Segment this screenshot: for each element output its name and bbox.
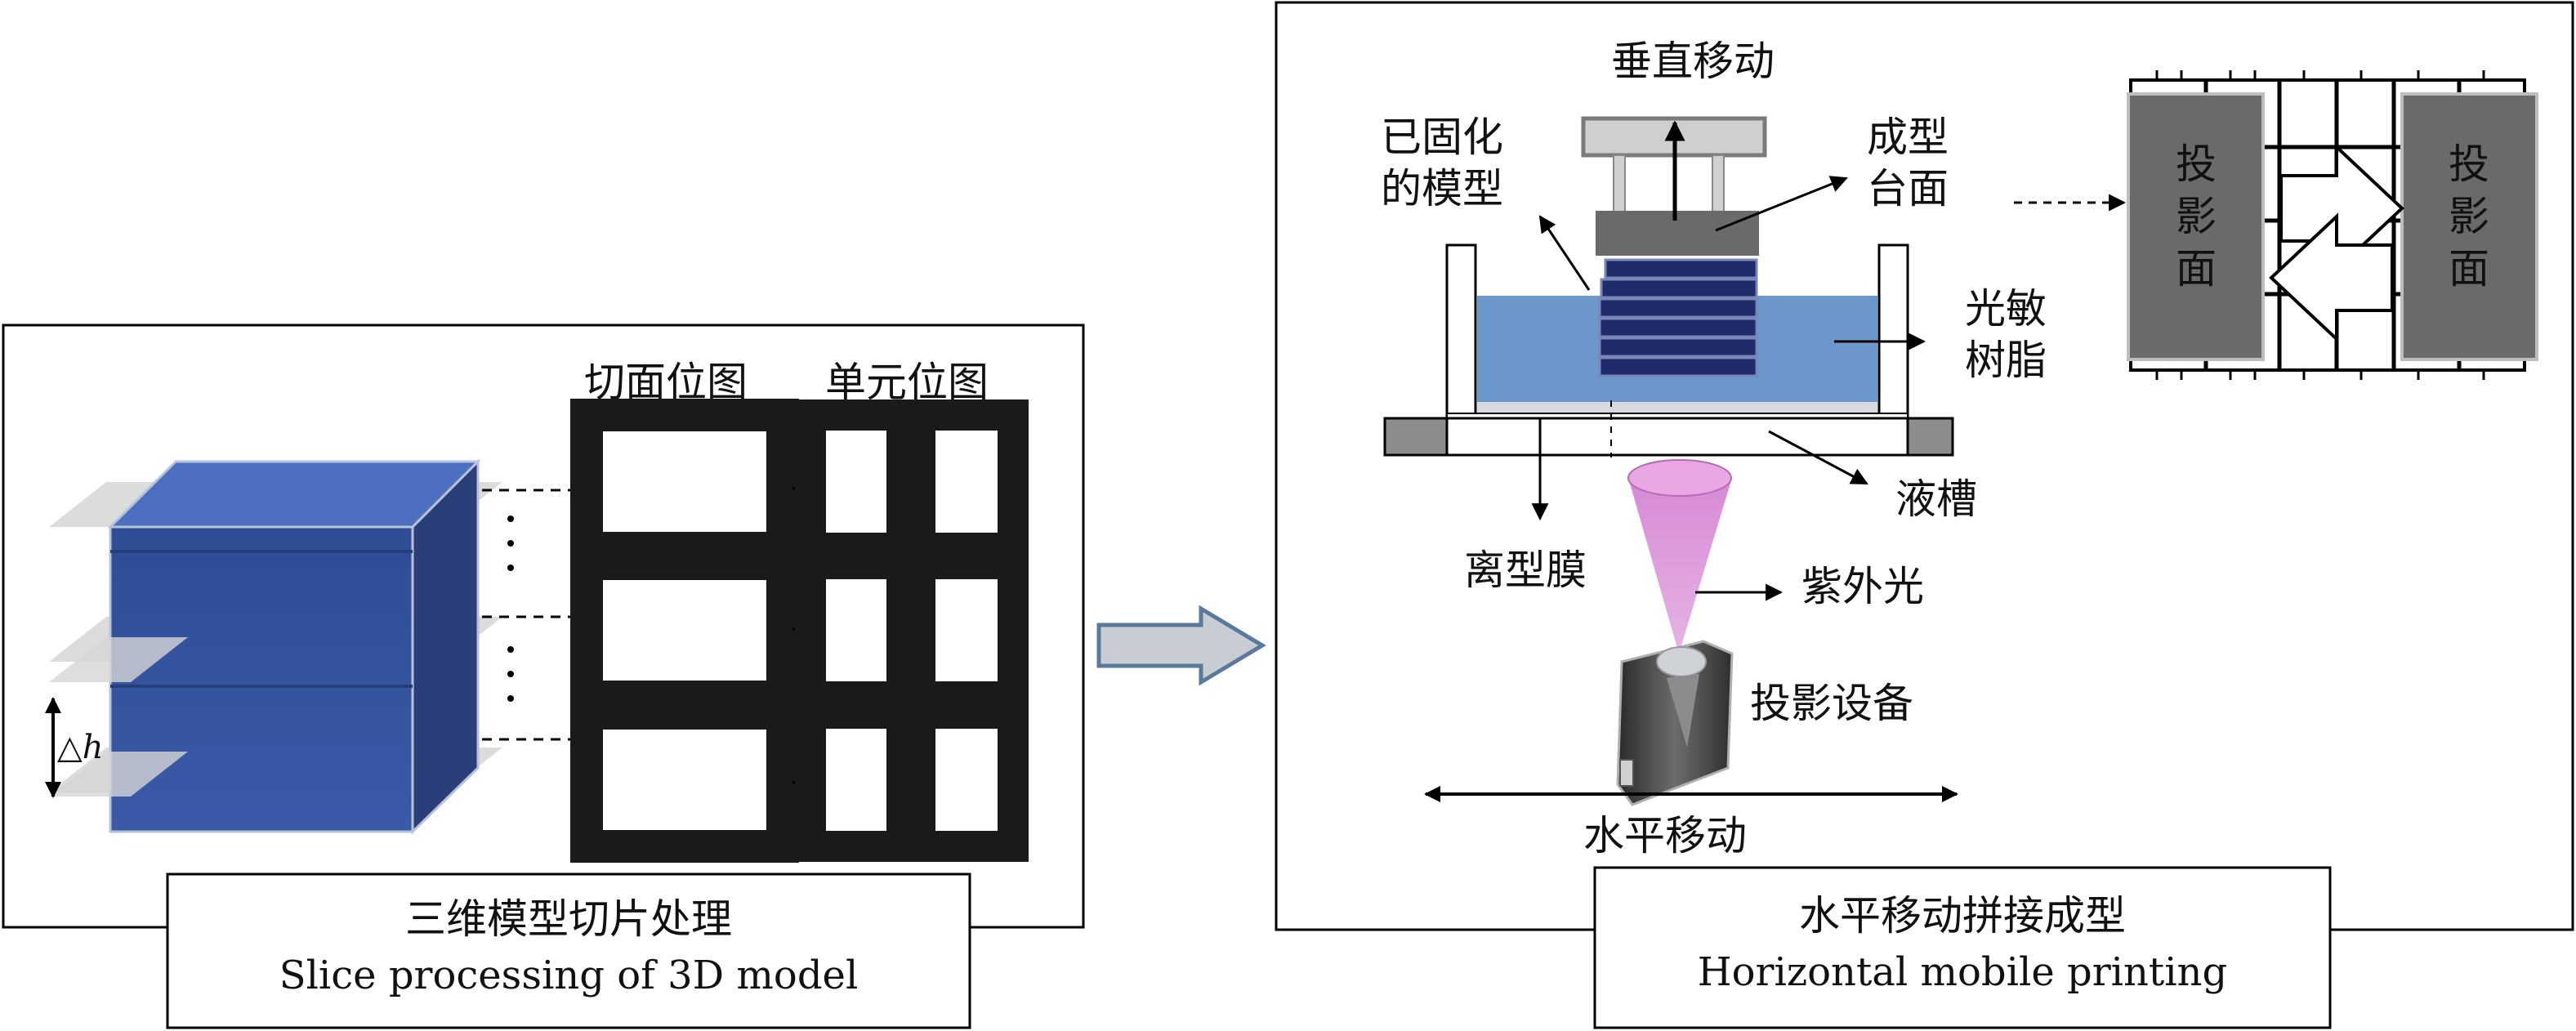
uv-light-label: 紫外光 bbox=[1801, 563, 1924, 610]
projector-port bbox=[1619, 759, 1634, 787]
projector-lens bbox=[1656, 646, 1707, 677]
projection-grid: 投 影 面 投 影 面 bbox=[2127, 70, 2538, 380]
slice-bitmaps bbox=[570, 399, 799, 863]
platform-post bbox=[1613, 154, 1626, 213]
slice-bitmap bbox=[570, 547, 799, 713]
projection-face-left bbox=[2127, 92, 2265, 361]
unit-bitmap bbox=[904, 548, 1029, 712]
slice-plane-front-mid bbox=[49, 637, 188, 682]
sliced-cube: △h bbox=[45, 458, 502, 835]
resin-label-2: 树脂 bbox=[1965, 337, 2047, 384]
vertical-ellipsis bbox=[507, 516, 514, 702]
unit-bitmap bbox=[904, 698, 1029, 862]
platform-plate bbox=[1596, 211, 1759, 256]
right-caption-en: Horizontal mobile printing bbox=[1698, 949, 2227, 995]
tank-pointer bbox=[1768, 430, 1868, 485]
process-arrow bbox=[1096, 605, 1266, 686]
projector-prism bbox=[1667, 674, 1699, 748]
left-caption-en: Slice processing of 3D model bbox=[279, 953, 859, 998]
cured-model-label-2: 的模型 bbox=[1381, 165, 1503, 212]
slice-bitmap bbox=[570, 399, 799, 565]
cured-model bbox=[1598, 258, 1758, 377]
right-caption-cn: 水平移动拼接成型 bbox=[1799, 892, 2126, 940]
projection-face-right-char: 面 bbox=[2449, 245, 2489, 292]
projector-label: 投影设备 bbox=[1750, 680, 1913, 727]
projection-face-right-char: 影 bbox=[2449, 193, 2489, 240]
platform-pointer bbox=[1715, 176, 1848, 232]
vertical-move-label: 垂直移动 bbox=[1611, 38, 1775, 85]
right-panel: 垂直移动 bbox=[1275, 1, 2574, 1029]
release-film bbox=[1477, 402, 1877, 413]
cube-side-face bbox=[411, 458, 480, 835]
projection-face-right bbox=[2400, 92, 2538, 361]
resin-label-1: 光敏 bbox=[1965, 285, 2047, 333]
left-caption-cn: 三维模型切片处理 bbox=[405, 895, 732, 943]
cube-front-face bbox=[109, 525, 414, 833]
unit-bitmaps bbox=[795, 399, 1029, 862]
platform-label-1: 成型 bbox=[1867, 114, 1949, 161]
uv-beam bbox=[1627, 459, 1732, 654]
cured-model-label-1: 已固化 bbox=[1381, 114, 1503, 161]
platform-label-2: 台面 bbox=[1867, 165, 1949, 212]
slice-bitmap bbox=[570, 697, 799, 863]
slice-plane-front-bot bbox=[49, 752, 188, 797]
release-film-label: 离型膜 bbox=[1464, 547, 1587, 594]
uv-cone-top bbox=[1627, 459, 1732, 497]
uv-cone bbox=[1628, 478, 1732, 654]
cured-model-pointer bbox=[1538, 215, 1591, 291]
right-caption-box bbox=[1593, 866, 2332, 1029]
projection-face-left-char: 影 bbox=[2176, 193, 2217, 240]
tank-base-inner bbox=[1445, 417, 1909, 457]
platform-post bbox=[1712, 154, 1725, 213]
projector-device bbox=[1616, 640, 1734, 806]
slice-bitmap-label: 切面位图 bbox=[584, 359, 748, 406]
horizontal-move-label: 水平移动 bbox=[1583, 812, 1747, 859]
shift-left-arrow bbox=[2269, 212, 2394, 343]
projection-face-left-char: 面 bbox=[2176, 245, 2217, 292]
left-caption-box bbox=[166, 873, 971, 1029]
unit-bitmap bbox=[795, 698, 917, 862]
slice-connectors bbox=[482, 489, 584, 741]
projector-body bbox=[1616, 640, 1734, 806]
layer-height-label: △h bbox=[57, 729, 104, 766]
unit-bitmap-label: 单元位图 bbox=[825, 359, 989, 406]
projection-face-right-char: 投 bbox=[2449, 141, 2489, 188]
unit-bitmap bbox=[904, 399, 1029, 564]
build-platform bbox=[1581, 116, 1767, 256]
projection-face-left-char: 投 bbox=[2176, 141, 2217, 188]
unit-bitmap bbox=[795, 548, 917, 712]
left-panel: △h 切面位图 单元位图 bbox=[2, 324, 1085, 1029]
tank-label: 液槽 bbox=[1895, 475, 1977, 523]
unit-bitmap bbox=[795, 399, 917, 564]
